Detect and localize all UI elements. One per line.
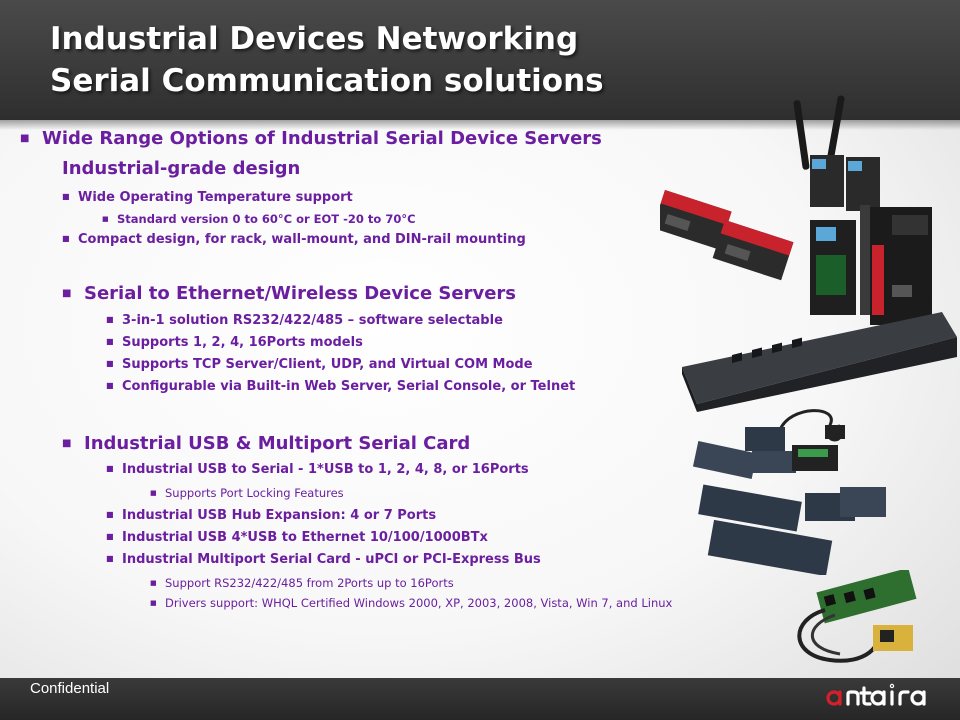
bullet-icon: ■ bbox=[102, 215, 109, 223]
bullet-icon: ■ bbox=[106, 381, 114, 390]
bullet-icon: ■ bbox=[150, 579, 157, 587]
list-item: ■Supports TCP Server/Client, UDP, and Vi… bbox=[106, 357, 533, 372]
pci-card-image bbox=[797, 570, 917, 663]
bullet-icon: ■ bbox=[106, 554, 114, 563]
list-item: ■3-in-1 solution RS232/422/485 – softwar… bbox=[106, 313, 503, 328]
confidential-label: Confidential bbox=[30, 680, 110, 697]
slide-title-line-2: Serial Communication solutions bbox=[50, 63, 604, 99]
list-item: ■Industrial USB Hub Expansion: 4 or 7 Po… bbox=[106, 508, 437, 523]
footer-bar bbox=[0, 678, 960, 720]
bullet-icon: ■ bbox=[106, 315, 114, 324]
bullet-icon: ■ bbox=[150, 489, 157, 497]
list-item: ■Wide Operating Temperature support bbox=[62, 190, 353, 205]
usb-serial-products-image bbox=[692, 409, 886, 575]
bullet-icon: ■ bbox=[106, 464, 114, 473]
list-item: ■Drivers support: WHQL Certified Windows… bbox=[150, 596, 673, 610]
industrial-grade-heading: Industrial-grade design bbox=[62, 158, 301, 179]
bullet-icon: ■ bbox=[106, 359, 114, 368]
bullet-icon: ■ bbox=[106, 337, 114, 346]
bullet-icon: ■ bbox=[150, 599, 157, 607]
bullet-icon: ■ bbox=[20, 133, 30, 144]
slide-title: Industrial Devices Networking Serial Com… bbox=[50, 18, 770, 102]
bullet-icon: ■ bbox=[106, 510, 114, 519]
list-item: ■Industrial Multiport Serial Card - uPCI… bbox=[106, 552, 541, 567]
usb-multiport-heading: ■Industrial USB & Multiport Serial Card bbox=[62, 433, 471, 454]
list-item: ■Compact design, for rack, wall-mount, a… bbox=[62, 232, 526, 247]
title-bar bbox=[0, 0, 960, 120]
bullet-icon: ■ bbox=[62, 192, 70, 201]
list-item: ■Supports Port Locking Features bbox=[150, 486, 344, 500]
bullet-icon: ■ bbox=[62, 234, 70, 243]
bullet-icon: ■ bbox=[106, 532, 114, 541]
bullet-icon: ■ bbox=[62, 288, 72, 299]
slide-title-line-1: Industrial Devices Networking bbox=[50, 21, 579, 57]
device-servers-image bbox=[660, 95, 932, 325]
list-item: ■Standard version 0 to 60°C or EOT -20 t… bbox=[102, 212, 416, 226]
bullet-icon: ■ bbox=[62, 438, 72, 449]
rackmount-server-image bbox=[682, 312, 957, 412]
serial-ethernet-heading: ■Serial to Ethernet/Wireless Device Serv… bbox=[62, 283, 516, 304]
list-item: ■Industrial USB to Serial - 1*USB to 1, … bbox=[106, 462, 529, 477]
list-item: ■Configurable via Built-in Web Server, S… bbox=[106, 379, 576, 394]
antaira-logo bbox=[826, 683, 926, 706]
list-item: ■Support RS232/422/485 from 2Ports up to… bbox=[150, 576, 454, 590]
list-item: ■Supports 1, 2, 4, 16Ports models bbox=[106, 335, 363, 350]
list-item: ■Industrial USB 4*USB to Ethernet 10/100… bbox=[106, 530, 488, 545]
title-bar-shadow bbox=[0, 120, 960, 130]
main-heading: ■Wide Range Options of Industrial Serial… bbox=[20, 128, 602, 149]
